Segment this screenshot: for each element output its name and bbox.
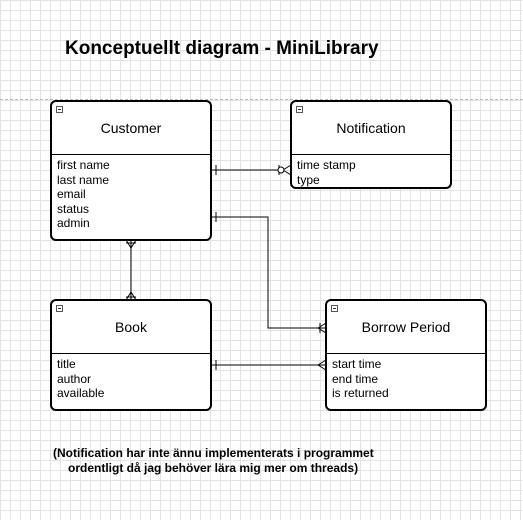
attribute: title — [57, 357, 76, 371]
entity-customer-attributes: first name last name email status admin — [57, 158, 110, 231]
attribute: time stamp — [297, 158, 356, 172]
implementation-note: (Notification har inte ännu implementera… — [53, 446, 374, 476]
attribute: last name — [57, 172, 110, 187]
collapse-icon[interactable] — [56, 305, 63, 312]
collapse-icon[interactable] — [56, 106, 63, 113]
entity-customer[interactable]: Customer first name last name email stat… — [50, 100, 212, 241]
note-line: ordentligt då jag behöver lära mig mer o… — [68, 461, 359, 475]
entity-book-name: Book — [52, 301, 210, 354]
attribute: type — [297, 172, 320, 187]
diagram-title: Konceptuellt diagram - MiniLibrary — [65, 38, 379, 59]
attribute: first name — [57, 158, 110, 172]
entity-borrow-period-name: Borrow Period — [327, 301, 485, 354]
attribute: start time — [332, 357, 382, 371]
entity-book-attributes: title author available — [57, 357, 104, 401]
entity-notification[interactable]: Notification time stamp type — [290, 100, 452, 189]
entity-book[interactable]: Book title author available — [50, 299, 212, 411]
attribute: admin — [57, 216, 90, 231]
attribute: email — [57, 187, 86, 202]
attribute: available — [57, 386, 105, 401]
connector-customer-notification — [211, 164, 292, 176]
connector-customer-book — [125, 239, 137, 301]
attribute: author — [57, 371, 92, 386]
entity-notification-name: Notification — [292, 102, 450, 155]
entity-borrow-period[interactable]: Borrow Period start time end time is ret… — [325, 299, 487, 411]
connector-book-borrow-period — [211, 359, 327, 371]
connector-customer-borrow-period — [211, 212, 327, 334]
collapse-icon[interactable] — [331, 305, 338, 312]
attribute: is returned — [332, 386, 389, 401]
entity-borrow-period-attributes: start time end time is returned — [332, 357, 389, 401]
collapse-icon[interactable] — [296, 106, 303, 113]
entity-notification-attributes: time stamp type — [297, 158, 356, 187]
note-line: (Notification har inte ännu implementera… — [53, 446, 374, 460]
attribute: status — [57, 201, 90, 216]
page-break-line — [0, 99, 523, 100]
entity-customer-name: Customer — [52, 102, 210, 155]
attribute: end time — [332, 371, 379, 386]
